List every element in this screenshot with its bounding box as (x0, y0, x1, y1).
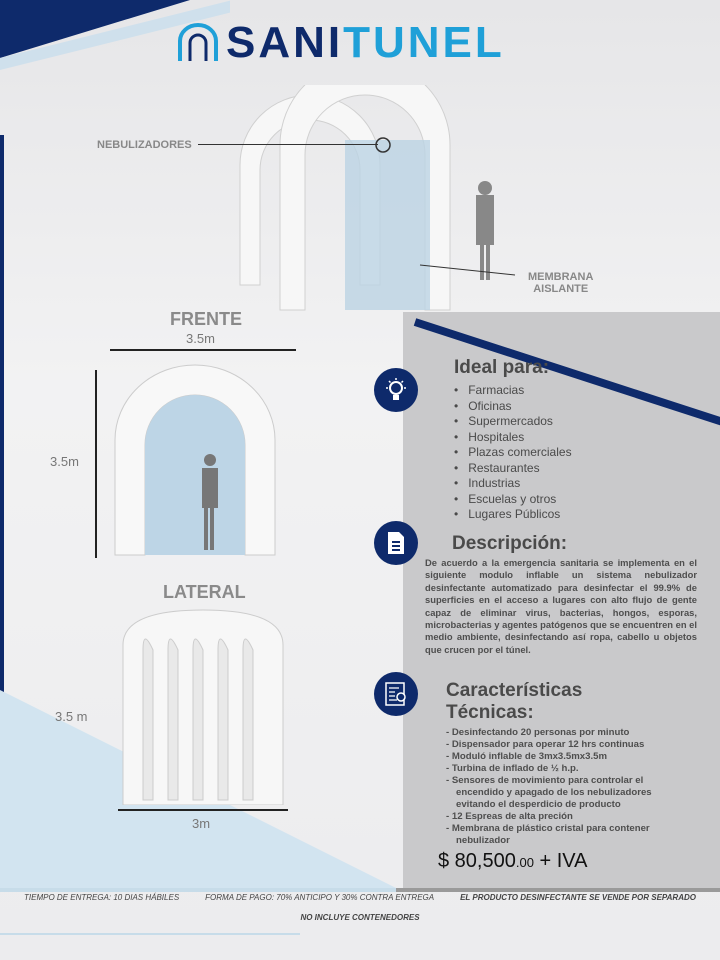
tunnel-3d-illustration (239, 85, 516, 311)
frente-width: 3.5m (186, 331, 215, 346)
document-icon (374, 521, 418, 565)
left-edge-bar (0, 135, 4, 800)
caracteristicas-section: Características Técnicas: - Desinfectand… (446, 680, 666, 847)
list-item: Plazas comerciales (454, 445, 571, 461)
footer-terms: TIEMPO DE ENTREGA: 10 DIAS HÁBILES FORMA… (0, 893, 720, 922)
descripcion-text: De acuerdo a la emergencia sanitaria se … (425, 557, 697, 655)
descripcion-section: Descripción: De acuerdo a la emergencia … (425, 533, 697, 656)
frente-height: 3.5m (50, 454, 79, 469)
ideal-para-section: Ideal para: Farmacias Oficinas Supermerc… (454, 357, 572, 523)
list-item: Industrias (454, 476, 572, 492)
caracteristicas-title: Características Técnicas: (446, 680, 583, 723)
list-item: Farmacias (454, 383, 572, 399)
brand-name: SANITUNEL (226, 18, 505, 67)
spec-item: - Sensores de movimiento para controlar … (446, 775, 652, 810)
list-item: Oficinas (454, 399, 572, 415)
lateral-title: LATERAL (163, 582, 246, 602)
descripcion-title: Descripción: (452, 533, 568, 554)
spec-item: - Membrana de plástico cristal para cont… (446, 823, 650, 846)
list-item: Supermercados (454, 414, 572, 430)
lateral-height: 3.5 m (55, 709, 88, 724)
tunnel-logo-icon (178, 23, 218, 61)
footer-entrega: TIEMPO DE ENTREGA: 10 DIAS HÁBILES (24, 893, 180, 902)
lateral-width: 3m (192, 816, 211, 831)
spec-item: - Desinfectando 20 personas por minuto (446, 727, 630, 738)
list-item: Escuelas y otros (454, 492, 572, 508)
footer-pago: FORMA DE PAGO: 70% ANTICIPO Y 30% CONTRA… (205, 893, 435, 902)
price: $ 80,500.00 + IVA (438, 850, 588, 872)
spec-sheet-icon (374, 672, 418, 716)
ideal-title: Ideal para: (454, 357, 550, 378)
footer-bottom-line (0, 933, 300, 935)
frente-tunnel-image (114, 364, 276, 556)
spec-item: - Moduló inflable de 3mx3.5mx3.5m (446, 751, 608, 762)
footer-contenedores: NO INCLUYE CONTENEDORES (300, 913, 420, 922)
frente-title: FRENTE (170, 309, 242, 329)
footer-producto: EL PRODUCTO DESINFECTANTE SE VENDE POR S… (460, 893, 696, 902)
logo: SANITUNEL (176, 18, 505, 68)
spec-item: - Dispensador para operar 12 hrs continu… (446, 739, 645, 750)
spec-item: - Turbina de inflado de ½ h.p. (446, 763, 579, 774)
label-nebulizadores: NEBULIZADORES (97, 139, 192, 151)
lightbulb-icon (374, 368, 418, 412)
list-item: Lugares Públicos (454, 507, 572, 523)
footer-band (0, 888, 720, 892)
list-item: Restaurantes (454, 461, 572, 477)
spec-item: - 12 Espreas de alta preción (446, 811, 573, 822)
lateral-tunnel-image (122, 609, 284, 805)
list-item: Hospitales (454, 430, 572, 446)
